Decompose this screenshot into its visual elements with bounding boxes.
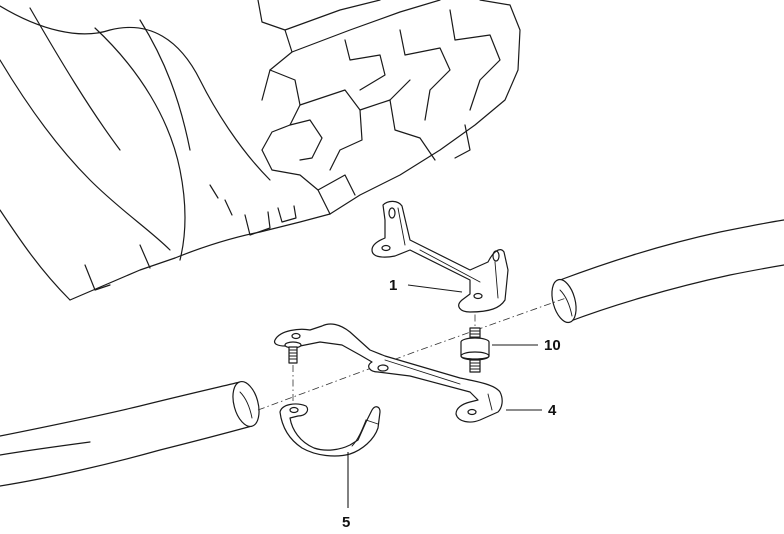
callout-label-5: 5 — [342, 514, 350, 531]
center-axis-line — [257, 297, 567, 411]
callout-label-4: 4 — [548, 402, 557, 419]
clamp-strap — [279, 403, 381, 457]
front-exhaust-pipe — [0, 380, 260, 487]
rear-exhaust-pipe — [551, 219, 784, 324]
lower-bracket — [273, 323, 503, 423]
callout-label-1: 1 — [389, 277, 397, 294]
transmission-housing — [0, 0, 521, 301]
leader-1 — [407, 284, 463, 293]
callout-label-10: 10 — [544, 337, 561, 354]
rubber-mount — [460, 327, 490, 373]
mounting-bolt — [284, 341, 302, 364]
upper-bracket — [371, 200, 509, 313]
